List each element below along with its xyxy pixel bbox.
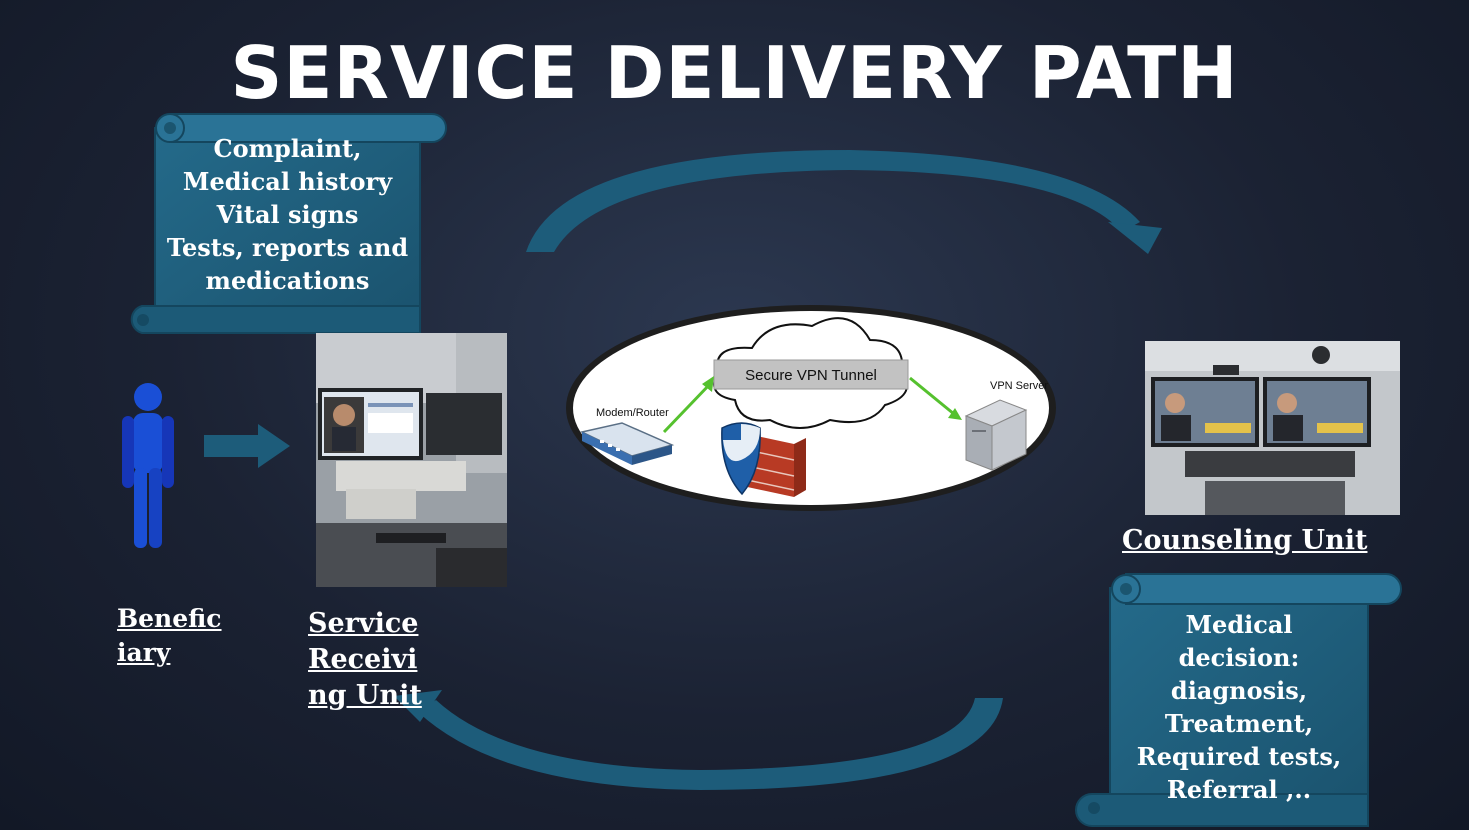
vpn-server-label: VPN Server xyxy=(990,380,1048,392)
beneficiary-label: Benefic iary xyxy=(117,604,222,667)
shield-icon xyxy=(721,422,761,496)
vpn-tunnel-box xyxy=(713,359,909,390)
page-title: SERVICE DELIVERY PATH xyxy=(230,31,1239,115)
vpn-tunnel-label: Secure VPN Tunnel xyxy=(745,367,877,384)
green-arrow-icon xyxy=(662,376,962,434)
counseling-unit-photo xyxy=(1145,341,1400,515)
scroll-top-shape xyxy=(130,113,447,334)
service-unit-label: Service Receivi ng Unit xyxy=(308,608,422,711)
curved-arrow-top xyxy=(526,150,1162,254)
counseling-unit-label: Counseling Unit xyxy=(1122,525,1368,556)
scroll-top-text: Complaint, Medical history Vital signs T… xyxy=(166,134,409,295)
scroll-bottom-shape xyxy=(1075,573,1402,827)
person-icon xyxy=(122,383,174,548)
curved-arrow-bottom xyxy=(394,690,1003,790)
scroll-bottom-text: Medical decision: diagnosis, Treatment, … xyxy=(1136,610,1342,804)
arrow-right-icon xyxy=(204,424,290,468)
server-icon xyxy=(964,399,1028,471)
router-icon xyxy=(579,422,675,465)
service-unit-photo xyxy=(316,333,507,587)
modem-label: Modem/Router xyxy=(596,407,669,419)
